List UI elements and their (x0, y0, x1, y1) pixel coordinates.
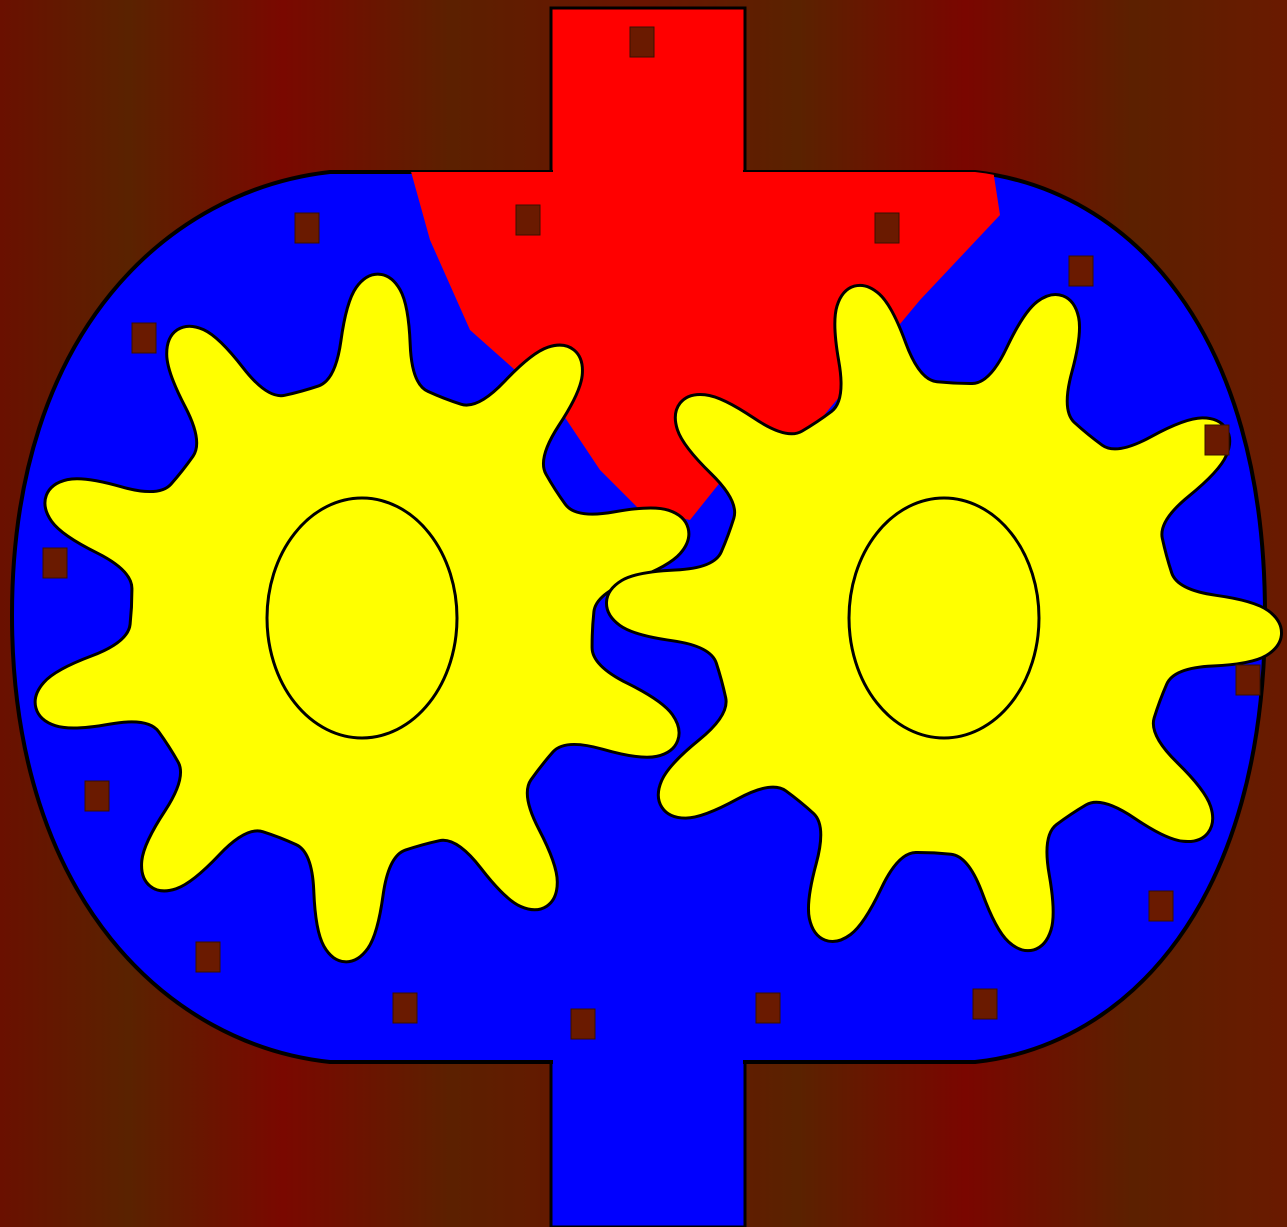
left-gear-shaft (267, 498, 457, 738)
fluid-particle (295, 213, 319, 243)
fluid-particle (196, 942, 220, 972)
fluid-particle (875, 213, 899, 243)
fluid-particle (1069, 256, 1093, 286)
fluid-particle (132, 323, 156, 353)
fluid-particle (756, 993, 780, 1023)
fluid-particle (516, 205, 540, 235)
fluid-particle (1236, 665, 1260, 695)
inlet-port-inner (553, 1040, 743, 1070)
fluid-particle (973, 989, 997, 1019)
fluid-particle (630, 27, 654, 57)
fluid-particle (571, 1009, 595, 1039)
fluid-particle (1205, 425, 1229, 455)
fluid-particle (1149, 891, 1173, 921)
fluid-particle (85, 781, 109, 811)
fluid-particle (43, 548, 67, 578)
outlet-port-inner (553, 150, 743, 192)
inlet-port (551, 1055, 745, 1227)
fluid-particle (393, 993, 417, 1023)
right-gear-shaft (849, 498, 1039, 738)
